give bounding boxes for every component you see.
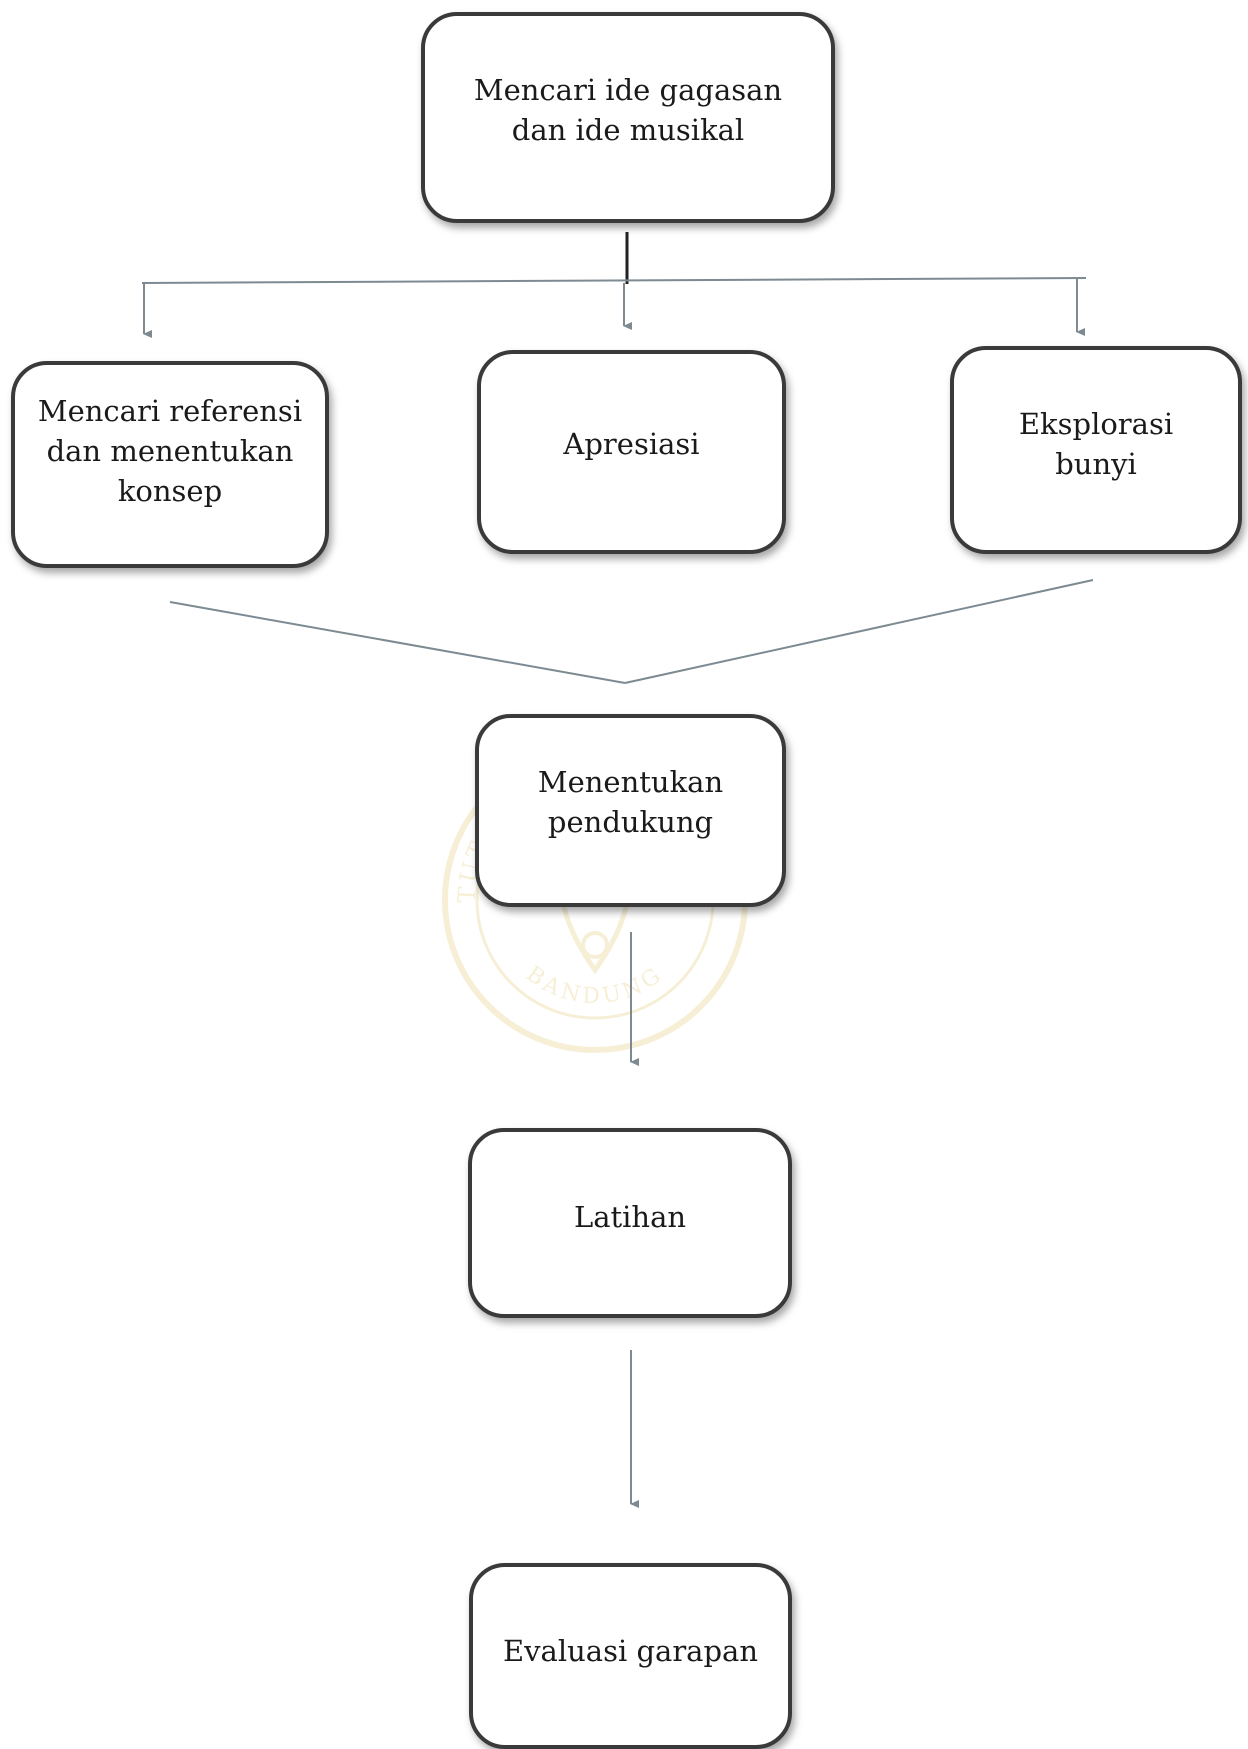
node-practice: Latihan [468,1128,792,1318]
node-appreciation: Apresiasi [477,350,786,554]
node-exploration-label: Eksplorasi bunyi [1018,407,1174,482]
branch-horizontal-line [141,277,1087,284]
node-idea-label: Mencari ide gagasan dan ide musikal [473,73,783,148]
node-practice-label: Latihan [573,1200,687,1234]
node-exploration: Eksplorasi bunyi [950,346,1242,554]
node-idea: Mencari ide gagasan dan ide musikal [421,12,835,223]
node-support: Menentukan pendukung [475,714,786,907]
node-appreciation-label: Apresiasi [563,427,700,461]
node-reference: Mencari referensi dan menentukan konsep [11,361,329,568]
node-support-label: Menentukan pendukung [537,765,724,840]
node-evaluation-label: Evaluasi garapan [503,1634,758,1668]
node-evaluation: Evaluasi garapan [469,1563,792,1749]
node-reference-label: Mencari referensi dan menentukan konsep [37,394,303,509]
converge-left-line [169,601,626,684]
converge-right-line [624,579,1094,684]
